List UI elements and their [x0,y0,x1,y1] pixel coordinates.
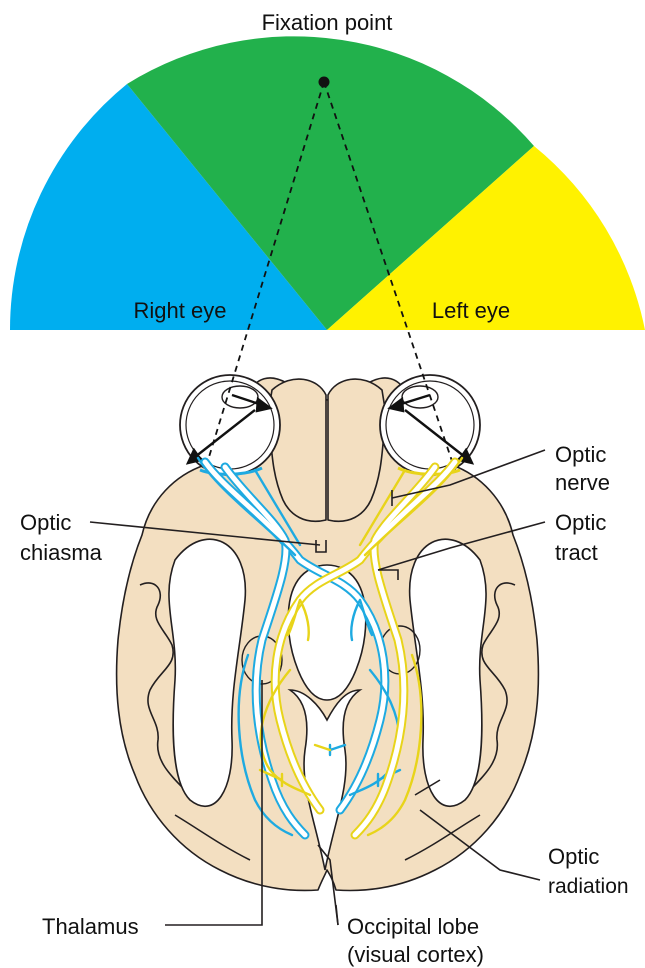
optic-chiasma-label-2: chiasma [20,540,103,565]
fixation-dot [319,77,330,88]
visual-field [0,36,645,420]
fixation-point-label: Fixation point [262,10,393,35]
brain [117,378,539,891]
optic-chiasma-label-1: Optic [20,510,71,535]
optic-nerve-label-2: nerve [555,470,610,495]
optic-radiation-label-2: radiation [548,875,629,898]
optic-nerve-label-1: Optic [555,442,606,467]
occipital-lobe-label-1: Occipital lobe [347,914,479,939]
optic-radiation-label-1: Optic [548,844,599,869]
left-eye-label: Left eye [432,298,510,323]
optic-tract-label-1: Optic [555,510,606,535]
right-eye-label: Right eye [134,298,227,323]
optic-tract-label-2: tract [555,540,598,565]
thalamus-label: Thalamus [42,914,139,939]
occipital-lobe-label-2: (visual cortex) [347,942,484,967]
